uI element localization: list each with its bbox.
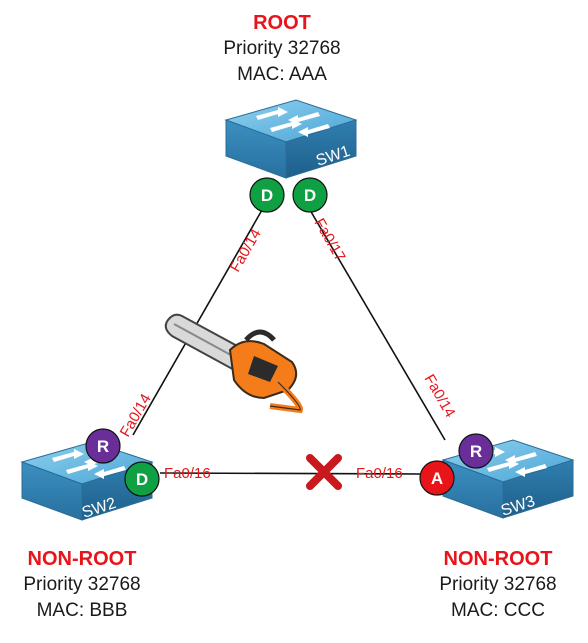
svg-text:R: R (470, 442, 482, 461)
role-label: ROOT (253, 12, 311, 34)
switch-icon: SW1 (225, 99, 357, 179)
mac-label: MAC: BBB (36, 600, 128, 621)
role-label: NON-ROOT (443, 548, 553, 570)
svg-text:A: A (431, 469, 443, 488)
port-state-badge: D (249, 177, 285, 213)
port-label: Fa0/16 (356, 465, 403, 482)
priority-label: Priority 32768 (223, 38, 341, 59)
svg-text:D: D (304, 186, 316, 205)
link-sw2-sw3 (159, 472, 421, 475)
mac-label: MAC: AAA (237, 64, 327, 85)
port-state-badge: D (124, 461, 160, 497)
svg-text:D: D (261, 186, 273, 205)
mac-label: MAC: CCC (451, 600, 545, 621)
port-label: Fa0/14 (117, 391, 155, 440)
port-label: Fa0/17 (311, 216, 349, 265)
port-state-badge: D (292, 177, 328, 213)
port-label: Fa0/14 (227, 226, 265, 275)
chainsaw-icon (164, 313, 304, 414)
role-label: NON-ROOT (27, 548, 137, 570)
port-state-badge: R (85, 428, 121, 464)
port-label: Fa0/14 (421, 372, 459, 421)
sw1-info: ROOT Priority 32768 MAC: AAA (172, 10, 392, 88)
port-state-badge: A (419, 460, 455, 496)
link-sw1-sw3 (309, 209, 446, 441)
svg-text:D: D (136, 470, 148, 489)
svg-text:R: R (97, 437, 109, 456)
sw3-info: NON-ROOT Priority 32768 MAC: CCC (388, 546, 588, 624)
blocked-x-icon (306, 454, 342, 490)
sw2-info: NON-ROOT Priority 32768 MAC: BBB (0, 546, 192, 624)
link-sw1-sw2 (132, 209, 263, 436)
priority-label: Priority 32768 (23, 574, 141, 595)
port-state-badge: R (458, 433, 494, 469)
priority-label: Priority 32768 (439, 574, 557, 595)
port-label: Fa0/16 (164, 465, 211, 482)
